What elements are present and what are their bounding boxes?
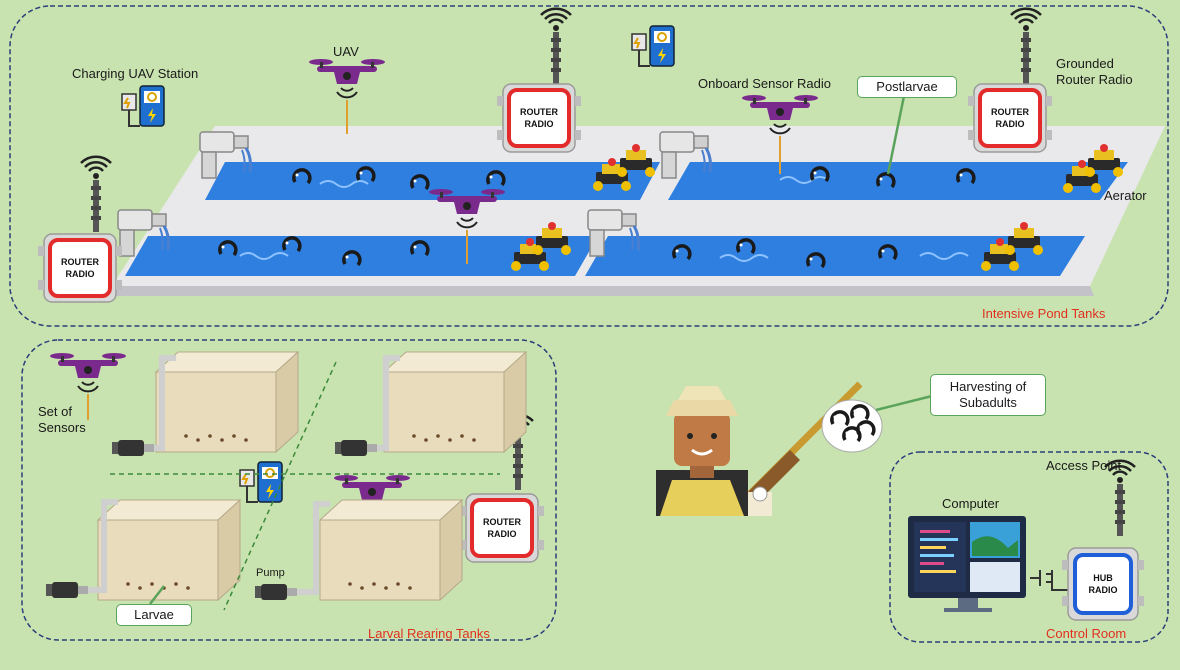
larvae-pointer (149, 585, 165, 605)
grounded-router-radio-label-2: Router Radio (1056, 72, 1133, 87)
router-text-line2: RADIO (996, 119, 1025, 129)
router-text-line1: ROUTER (61, 257, 100, 267)
uav-drone (308, 58, 386, 134)
onboard-sensor-radio-label: Onboard Sensor Radio (698, 76, 831, 91)
pump-icon (46, 582, 88, 598)
pond-tank (668, 162, 1128, 200)
postlarvae-callout: Postlarvae (857, 76, 957, 98)
larval-tank (319, 499, 463, 601)
harvesting-label-1: Harvesting of (949, 379, 1027, 394)
set-of-sensors-label-1: Set of (38, 404, 72, 419)
pump-icon (335, 440, 377, 456)
pond-platform (112, 126, 1165, 296)
harvesting-pointer (875, 394, 933, 412)
computer-icon (908, 516, 1068, 612)
larval-tank (383, 351, 527, 453)
larval-rearing-region (21, 339, 557, 641)
pond-tank (585, 236, 1085, 276)
router-text-line2: RADIO (488, 529, 517, 539)
router-text-line2: RADIO (66, 269, 95, 279)
control-room-title: Control Room (1046, 626, 1127, 641)
control-room-region (889, 451, 1169, 643)
set-of-sensors-label-2: Sensors (38, 420, 86, 435)
access-point-label: Access Point (1046, 458, 1122, 473)
farmer-figure (656, 381, 883, 516)
larvae-callout: Larvae (116, 604, 192, 626)
harvesting-callout: Harvesting of Subadults (930, 374, 1046, 416)
charging-station-icon (121, 85, 165, 127)
pump-label: Pump (256, 567, 285, 579)
charging-uav-station-label: Charging UAV Station (72, 66, 199, 81)
hub-text-line1: HUB (1093, 573, 1113, 583)
router-text-line1: ROUTER (483, 517, 522, 527)
intensive-pond-region (9, 5, 1169, 327)
aerator-label: Aerator (1104, 188, 1147, 203)
larval-tank (155, 351, 299, 453)
onboard-sensor-drone (741, 94, 819, 174)
router-radio-left (36, 155, 124, 304)
pond-tank (125, 236, 598, 276)
grounded-router-radio-label-1: Grounded (1056, 56, 1114, 71)
charging-station-icon (631, 25, 675, 67)
pond-drone (428, 188, 506, 264)
router-text-line2: RADIO (525, 119, 554, 129)
hub-radio (1062, 459, 1144, 621)
larval-rearing-tanks-title: Larval Rearing Tanks (368, 626, 490, 641)
router-radio-top (495, 7, 583, 154)
intensive-pond-tanks-title: Intensive Pond Tanks (982, 306, 1106, 321)
router-text-line1: ROUTER (520, 107, 559, 117)
uav-label: UAV (333, 44, 359, 59)
hub-text-line2: RADIO (1089, 585, 1118, 595)
pump-icon (112, 440, 154, 456)
computer-label: Computer (942, 496, 1000, 511)
sensor-drone (49, 352, 127, 420)
router-radio-grounded (966, 7, 1054, 154)
postlarvae-pointer (886, 95, 906, 175)
router-text-line1: ROUTER (991, 107, 1030, 117)
pond-tank (205, 162, 660, 200)
harvesting-label-2: Subadults (959, 395, 1017, 410)
pump-icon (255, 584, 297, 600)
larval-tank (97, 499, 241, 601)
